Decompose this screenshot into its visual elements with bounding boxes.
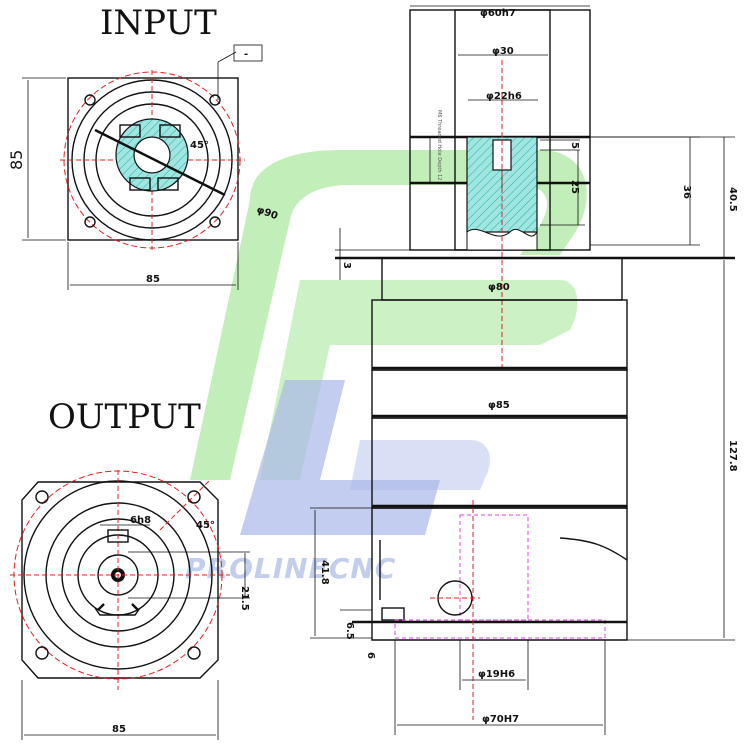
dim-127-8: 127.8 xyxy=(727,440,738,472)
dim-3: 3 xyxy=(341,262,352,269)
output-title: OUTPUT xyxy=(48,397,201,437)
dim-36: 36 xyxy=(681,185,692,199)
dim-19: φ19H6 xyxy=(478,669,515,680)
dim-70: φ70H7 xyxy=(482,714,519,725)
dim-motor-shaft: φ22h6 xyxy=(486,91,522,102)
output-key-width: 6h8 xyxy=(130,515,151,526)
dim-25: 25 xyxy=(569,180,580,194)
dim-5: 5 xyxy=(569,142,580,149)
input-flange-view: - 45° φ90 85 85 xyxy=(7,44,279,290)
dim-6-5: 6.5 xyxy=(344,622,355,640)
dim-80: φ80 xyxy=(488,282,510,293)
watermark-text: PROLINECNC xyxy=(185,552,396,585)
output-width-dim: 85 xyxy=(112,724,126,735)
output-angle: 45° xyxy=(196,520,215,531)
input-callout: - xyxy=(244,49,248,60)
dim-6: 6 xyxy=(365,652,376,659)
side-section-view: M6 Threaded Hole Depth 12 φ60h7 φ30 φ22h… xyxy=(310,5,738,735)
output-flange-view: 6h8 45° 21.5 85 xyxy=(10,470,250,740)
input-title: INPUT xyxy=(100,3,217,43)
output-key-height: 21.5 xyxy=(239,586,250,611)
dim-85: φ85 xyxy=(488,400,510,411)
input-height-dim: 85 xyxy=(7,150,26,170)
dim-40-5: 40.5 xyxy=(727,187,738,212)
dim-41-8: 41.8 xyxy=(319,560,330,585)
input-angle: 45° xyxy=(190,140,209,151)
dim-pilot: φ60h7 xyxy=(480,8,516,19)
side-note: M6 Threaded Hole Depth 12 xyxy=(436,110,442,180)
dim-shaft-bore: φ30 xyxy=(492,46,514,57)
input-width-dim: 85 xyxy=(146,274,160,285)
